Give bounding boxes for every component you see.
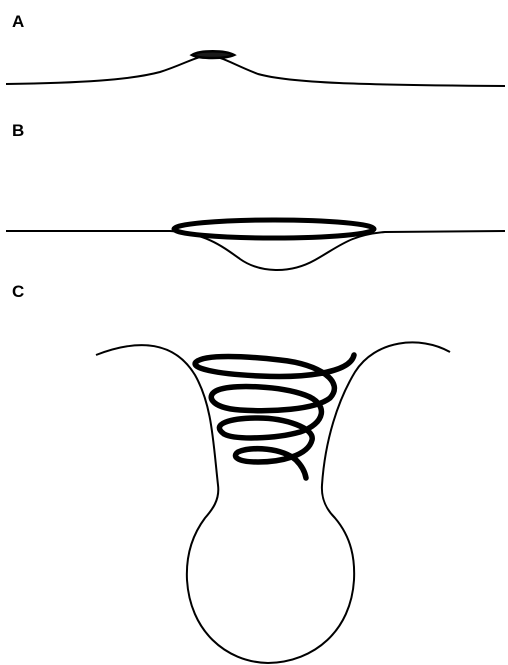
panel-c-membrane-left [96, 345, 268, 663]
panel-c-protein-helix [195, 355, 354, 478]
